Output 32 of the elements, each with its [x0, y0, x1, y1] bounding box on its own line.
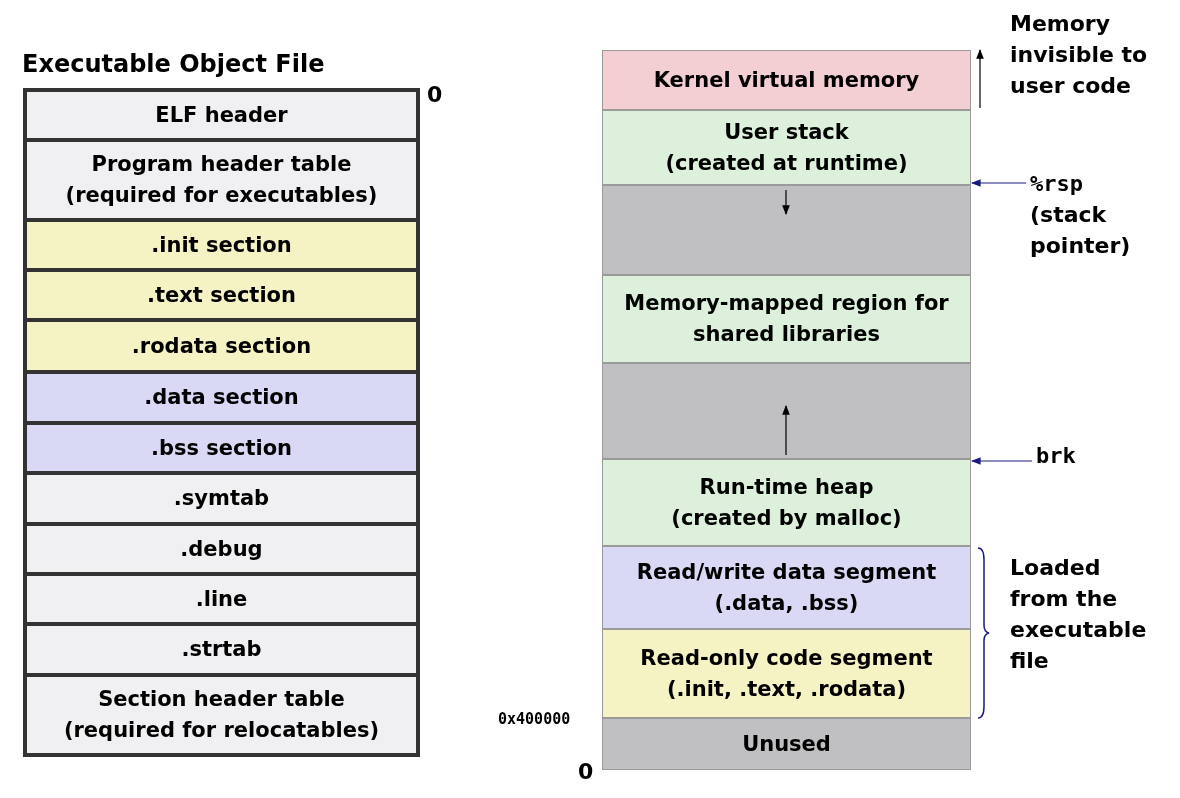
pointer-label: (stack pointer): [1030, 201, 1132, 260]
section-box: Section header table (required for relocatables): [25, 675, 418, 755]
section-box: .symtab: [25, 473, 418, 524]
pointer-arrow: [971, 457, 1033, 465]
memory-region-box: User stack (created at runtime): [602, 110, 971, 185]
section-box: ELF header: [25, 90, 418, 140]
annotation-text: Loaded from the executable file: [1010, 554, 1148, 675]
section-box: .debug: [25, 524, 418, 574]
section-box: .bss section: [25, 423, 418, 473]
section-box: .text section: [25, 270, 418, 320]
memory-region-box: Read-only code segment (.init, .text, .rodata): [602, 629, 971, 718]
pointer-label: brk: [1036, 442, 1076, 470]
memory-region-box: Run-time heap (created by malloc): [602, 459, 971, 546]
section-box: Program header table (required for executables): [25, 140, 418, 220]
free-space-box: [602, 363, 971, 459]
memory-region-box: Kernel virtual memory: [602, 50, 971, 110]
memory-region-box: Memory-mapped region for shared libraries: [602, 275, 971, 363]
memory-region-box: Read/write data segment (.data, .bss): [602, 546, 971, 629]
annotation-text: 0x400000: [498, 709, 571, 730]
annotation-text: Memory invisible to user code: [1010, 10, 1149, 100]
annotation-text: 0: [578, 758, 594, 786]
pointer-arrow: [971, 179, 1027, 187]
section-box: .line: [25, 574, 418, 624]
annotation-text: 0: [427, 81, 443, 109]
section-box: .init section: [25, 220, 418, 270]
section-box: .data section: [25, 372, 418, 423]
pointer-label: %rsp: [1030, 170, 1083, 198]
free-space-box: [602, 185, 971, 275]
section-box: .rodata section: [25, 320, 418, 372]
section-title: Executable Object File: [22, 49, 325, 80]
memory-region-box: Unused: [602, 718, 971, 770]
section-box: .strtab: [25, 624, 418, 675]
